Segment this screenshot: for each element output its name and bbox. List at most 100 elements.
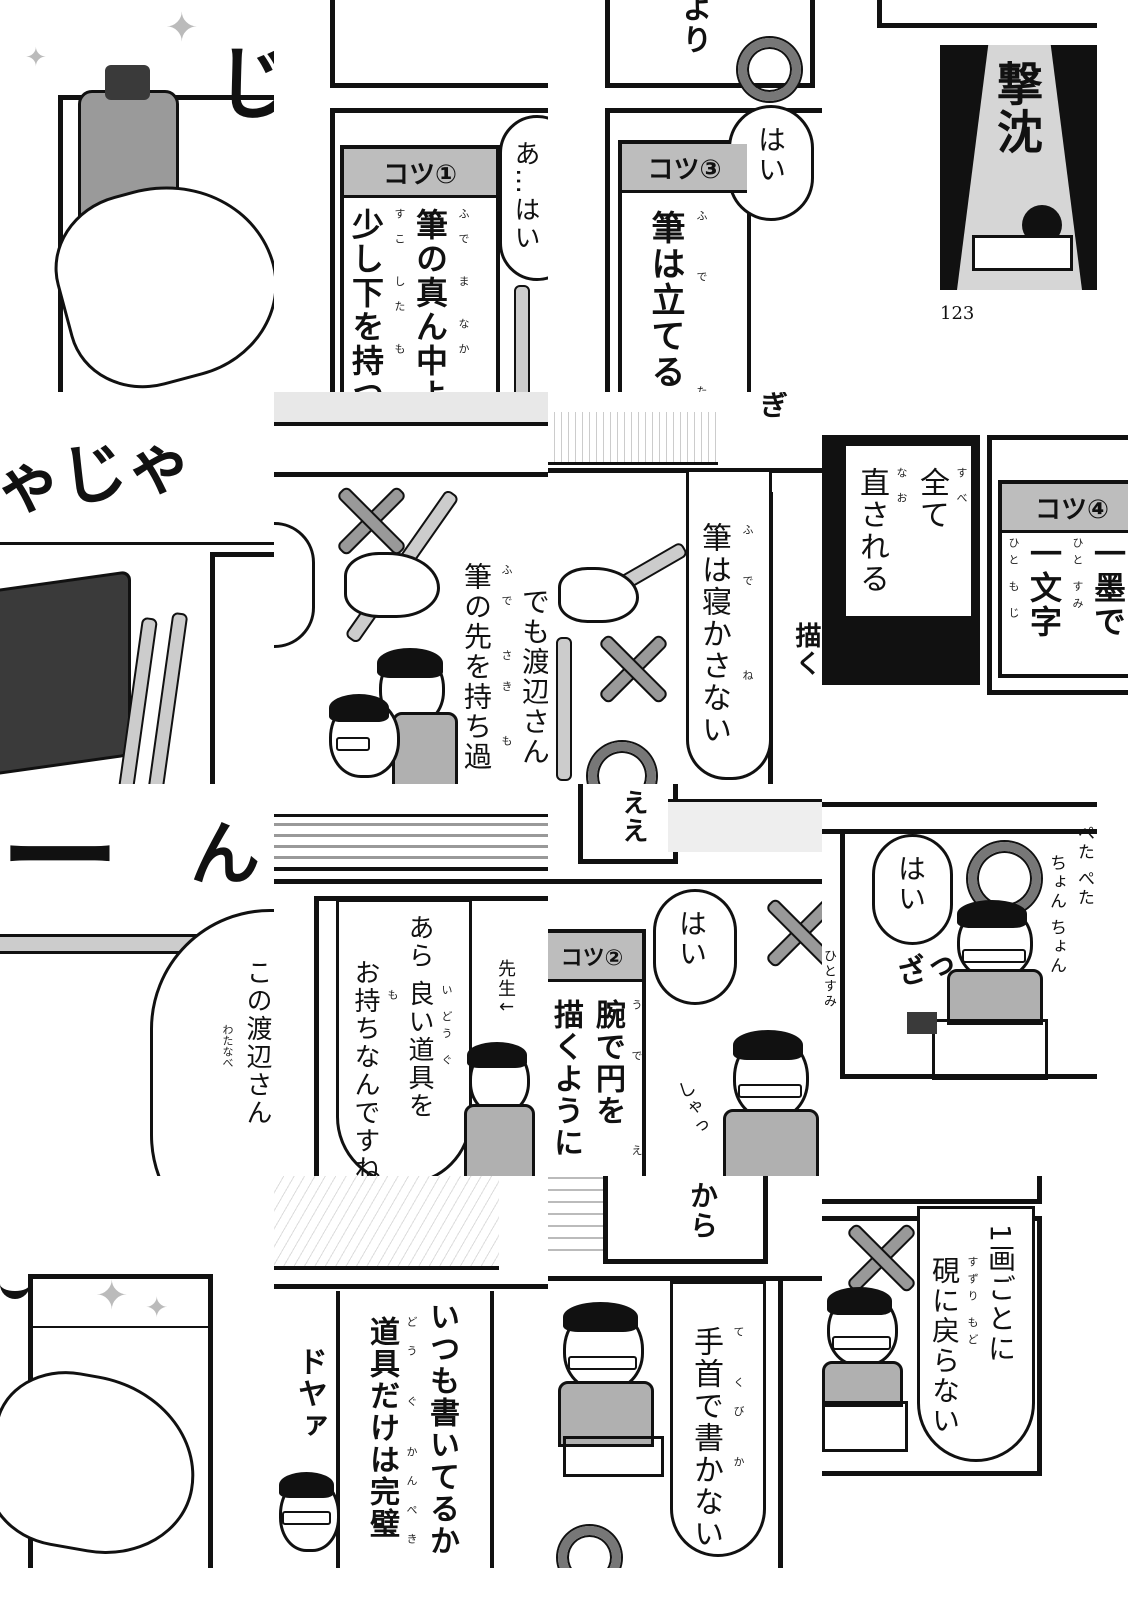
speech-text: 筆は寝かさない bbox=[696, 522, 731, 746]
tip-text-line2: 一文字 bbox=[1025, 537, 1063, 639]
panel-line bbox=[274, 472, 548, 477]
manga-tile-tip-4: 直される なお 全て すべ コツ④ ひと も じ 一文字 ひと すみ 一墨で bbox=[822, 392, 1128, 784]
shirt bbox=[464, 1104, 535, 1176]
caption-line2: 直される bbox=[854, 467, 889, 595]
hair bbox=[279, 1472, 334, 1498]
manga-tile-wrist: から 手首で書かない て くび か bbox=[548, 1176, 822, 1568]
panel-frame bbox=[877, 0, 1097, 28]
sparkle-icon: ✦ bbox=[145, 1291, 169, 1324]
paper bbox=[563, 1436, 664, 1477]
sfx-text: しゃっ bbox=[672, 1077, 713, 1141]
sfx-text: ー bbox=[0, 789, 120, 928]
panel-line bbox=[822, 802, 1097, 807]
manga-tile-dont-lay-brush: ぎ 筆は寝かさない ふで ね 描く bbox=[548, 392, 822, 784]
hair bbox=[957, 900, 1027, 928]
speech-bubble bbox=[336, 899, 472, 1176]
manga-tile-good-tools: お持ちなんですね も あら 良い道具を い どう ぐ 先生↓ bbox=[274, 784, 548, 1176]
glasses bbox=[832, 1336, 891, 1350]
tip-box: コツ④ bbox=[998, 480, 1128, 678]
furigana: て くび か bbox=[732, 1326, 745, 1485]
speech-text: あ…はい bbox=[510, 140, 540, 252]
panel-frame bbox=[210, 552, 274, 784]
table-line bbox=[0, 542, 274, 545]
panel-frame bbox=[822, 1176, 1042, 1204]
furigana: ふで さき も す bbox=[500, 564, 513, 784]
panel-frame bbox=[603, 1176, 768, 1264]
shirt bbox=[392, 712, 458, 784]
speech-text-line1: あら 良い道具を bbox=[404, 914, 434, 1121]
circle-mark-icon bbox=[558, 1526, 621, 1568]
speech-bubble bbox=[686, 472, 772, 780]
speech-bubble bbox=[670, 1281, 766, 1557]
sparkle-icon: ✦ bbox=[95, 1273, 129, 1319]
page-number: 123 bbox=[940, 303, 975, 324]
top-text: から bbox=[686, 1181, 719, 1241]
hair bbox=[377, 648, 443, 678]
furigana: ふで た bbox=[695, 210, 708, 392]
x-mark-icon bbox=[334, 484, 404, 554]
furigana: い どう ぐ bbox=[440, 984, 453, 1071]
glasses bbox=[738, 1084, 802, 1098]
tip-label: コツ② bbox=[548, 933, 642, 982]
x-mark-icon bbox=[763, 896, 822, 966]
manga-tile-watanabe: ー ん わたなべ この渡辺さん bbox=[0, 784, 274, 1176]
tip-box: コツ② bbox=[548, 929, 646, 1176]
speech-bubble bbox=[653, 889, 737, 1005]
panel-line bbox=[28, 1326, 208, 1328]
hair bbox=[563, 1302, 638, 1332]
tip-box: コツ③ bbox=[618, 140, 751, 392]
circle-mark-icon bbox=[738, 38, 801, 101]
furigana: ふで ま なか bbox=[457, 208, 470, 368]
speech-text-line2: 筆の先を持ち過 bbox=[460, 562, 493, 772]
hair bbox=[827, 1287, 892, 1315]
furigana: ひと すみ bbox=[1071, 537, 1084, 615]
manga-tile-tip-3: より コツ③ 筆は立てる ふで た はい bbox=[548, 0, 822, 392]
glasses bbox=[336, 737, 370, 751]
table-scene bbox=[548, 412, 718, 465]
sparkle-icon: ✦ bbox=[25, 43, 47, 73]
desk bbox=[972, 235, 1073, 271]
paper bbox=[932, 1019, 1048, 1080]
tip-label: コツ③ bbox=[622, 144, 747, 193]
furigana: すべ bbox=[955, 467, 968, 517]
brush-illustration bbox=[514, 285, 530, 392]
x-mark-icon bbox=[596, 632, 666, 702]
hair bbox=[733, 1030, 803, 1060]
manga-tile-tools-perfect: 道具だけは完璧 どう ぐ かんぺき いつも書いてるか ドヤァ bbox=[274, 1176, 548, 1568]
speech-bubble bbox=[917, 1206, 1035, 1462]
manga-tile-wrong-grip: 筆の先を持ち過 ふで さき も す でも渡辺さん bbox=[274, 392, 548, 784]
speech-bubble bbox=[499, 115, 548, 281]
circle-mark-icon bbox=[588, 742, 656, 784]
table-scene bbox=[548, 1176, 603, 1261]
panel-line bbox=[548, 468, 822, 473]
table-line bbox=[0, 934, 220, 954]
paper bbox=[822, 1401, 908, 1452]
hand-illustration bbox=[558, 567, 639, 623]
sparkle-icon: ✦ bbox=[165, 5, 199, 51]
sfx-stroke bbox=[0, 1261, 30, 1299]
speech-bubble bbox=[274, 522, 315, 648]
table-scene bbox=[274, 1176, 499, 1270]
tip-text-line1: 一墨で bbox=[1089, 537, 1127, 639]
tip-text-line2: 描くように bbox=[548, 999, 583, 1159]
tip-text-line1: 腕で円を bbox=[590, 999, 625, 1127]
text-box bbox=[336, 1291, 494, 1568]
table-scene bbox=[668, 799, 822, 852]
manga-tile-tip-2: ええ コツ② 描くように 腕で円を うで えん はい しゃっ bbox=[548, 784, 822, 1176]
speech-text-line1: 1画ごとに bbox=[984, 1224, 1017, 1364]
furigana: ひと も じ bbox=[1007, 537, 1020, 624]
tip-label: コツ④ bbox=[1002, 484, 1128, 533]
panel-line bbox=[274, 392, 548, 426]
manga-tile-defeat: 撃沈 123 bbox=[822, 0, 1097, 392]
sfx-text: ゃじゃ bbox=[0, 422, 198, 527]
shirt bbox=[723, 1109, 819, 1176]
brush-illustration bbox=[556, 637, 572, 781]
tip-text-line1: 筆の真ん中より bbox=[411, 208, 449, 392]
manga-tile-tip-1: コツ① 少し下を持つ すこ した も 筆の真ん中より ふで ま なか あ…はい bbox=[274, 0, 548, 392]
caption-box bbox=[844, 444, 973, 618]
panel-frame bbox=[840, 829, 1097, 1079]
caption-line1: 全て bbox=[914, 467, 949, 531]
speech-text: はい bbox=[894, 854, 927, 914]
sfx-text: ん bbox=[190, 813, 260, 895]
speech-text-line1: でも渡辺さん bbox=[518, 587, 548, 767]
